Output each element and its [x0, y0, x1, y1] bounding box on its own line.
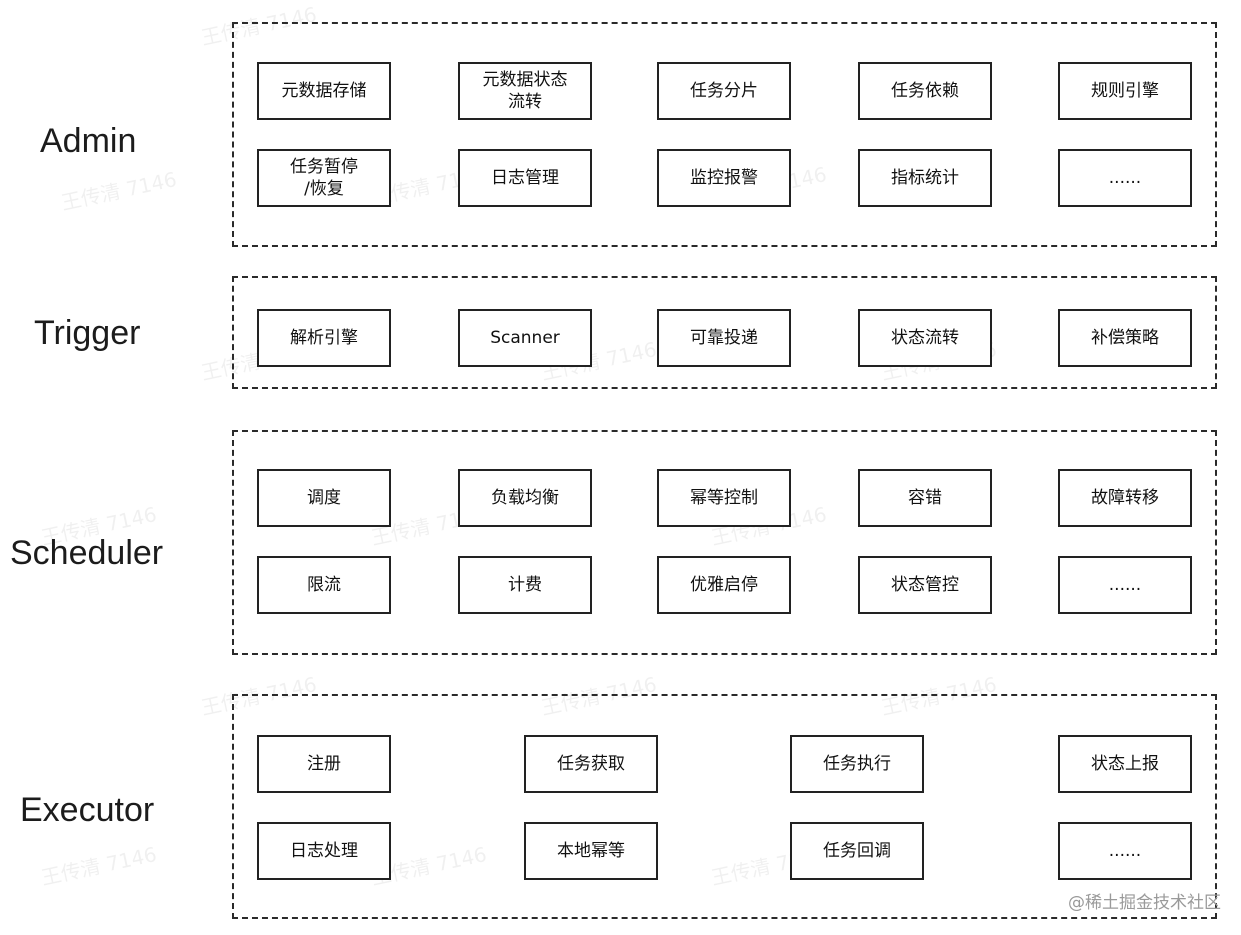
admin-item: 元数据状态 流转 — [458, 62, 592, 120]
layer-label-trigger: Trigger — [34, 314, 141, 352]
scheduler-item: ...... — [1058, 556, 1192, 614]
watermark: 王传清 7146 — [39, 842, 159, 890]
executor-item: 状态上报 — [1058, 735, 1192, 793]
executor-item: 本地幂等 — [524, 822, 658, 880]
admin-item: 日志管理 — [458, 149, 592, 207]
executor-item: 日志处理 — [257, 822, 391, 880]
scheduler-group — [232, 430, 1217, 655]
trigger-item: Scanner — [458, 309, 592, 367]
scheduler-item: 负载均衡 — [458, 469, 592, 527]
scheduler-item: 状态管控 — [858, 556, 992, 614]
scheduler-item: 容错 — [858, 469, 992, 527]
layer-label-admin: Admin — [40, 122, 137, 160]
executor-item: 任务获取 — [524, 735, 658, 793]
executor-group — [232, 694, 1217, 919]
admin-item: 任务暂停 /恢复 — [257, 149, 391, 207]
watermark: 王传清 7146 — [59, 167, 179, 215]
layer-label-scheduler: Scheduler — [10, 534, 164, 572]
source-credit: @稀土掘金技术社区 — [1068, 893, 1221, 913]
trigger-item: 可靠投递 — [657, 309, 791, 367]
scheduler-item: 计费 — [458, 556, 592, 614]
scheduler-item: 故障转移 — [1058, 469, 1192, 527]
executor-item: 任务执行 — [790, 735, 924, 793]
admin-item: 规则引擎 — [1058, 62, 1192, 120]
admin-item: 任务分片 — [657, 62, 791, 120]
admin-item: ...... — [1058, 149, 1192, 207]
scheduler-item: 限流 — [257, 556, 391, 614]
executor-item: 注册 — [257, 735, 391, 793]
scheduler-item: 调度 — [257, 469, 391, 527]
trigger-item: 补偿策略 — [1058, 309, 1192, 367]
admin-group — [232, 22, 1217, 247]
scheduler-item: 优雅启停 — [657, 556, 791, 614]
trigger-item: 解析引擎 — [257, 309, 391, 367]
trigger-item: 状态流转 — [858, 309, 992, 367]
executor-item: ...... — [1058, 822, 1192, 880]
executor-item: 任务回调 — [790, 822, 924, 880]
layer-label-executor: Executor — [20, 791, 155, 829]
admin-item: 任务依赖 — [858, 62, 992, 120]
scheduler-item: 幂等控制 — [657, 469, 791, 527]
admin-item: 元数据存储 — [257, 62, 391, 120]
admin-item: 监控报警 — [657, 149, 791, 207]
trigger-group — [232, 276, 1217, 389]
admin-item: 指标统计 — [858, 149, 992, 207]
